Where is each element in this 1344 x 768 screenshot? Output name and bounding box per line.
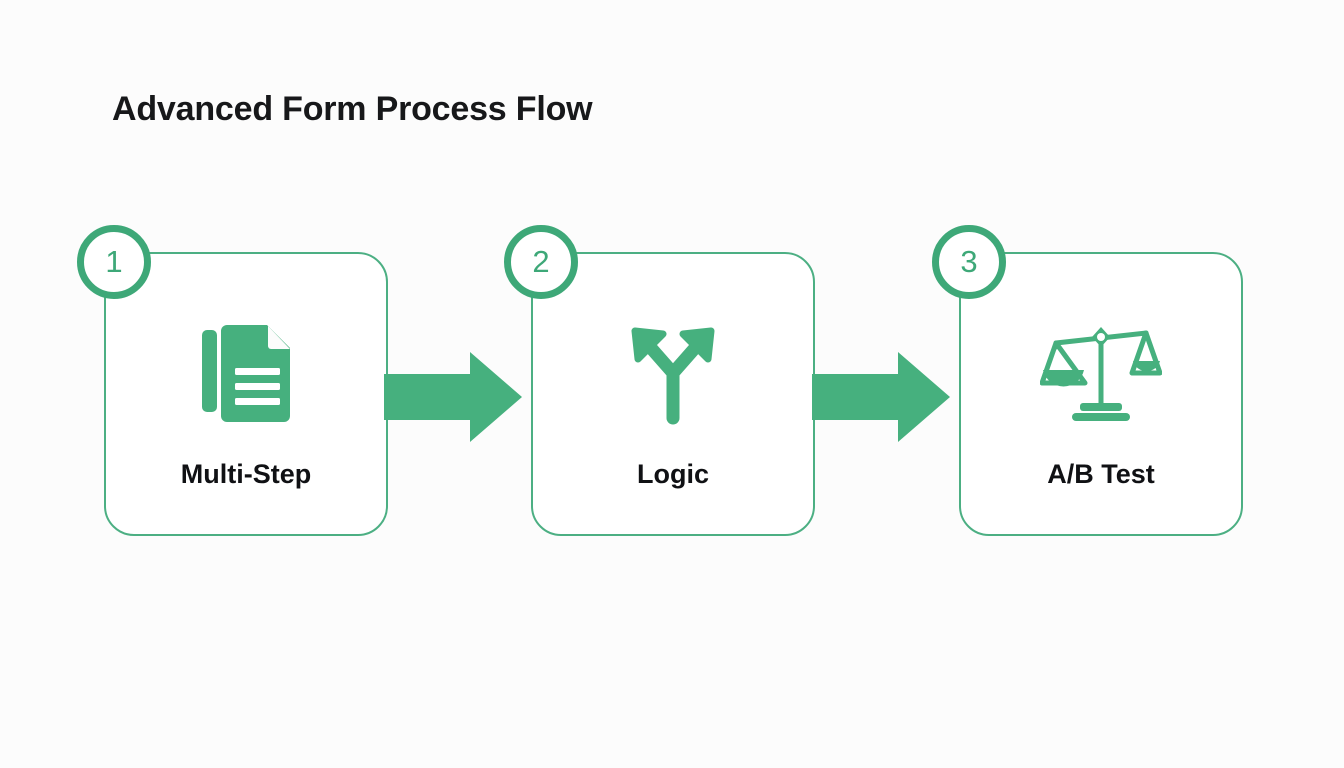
branch-fork-arrow-icon bbox=[533, 318, 813, 428]
step-card-ab-test[interactable]: 3 bbox=[932, 225, 1243, 536]
arrow-right-icon-2 bbox=[812, 352, 950, 442]
step-label: Multi-Step bbox=[180, 459, 312, 489]
step-badge-number: 1 bbox=[105, 243, 123, 279]
step-badge-3: 3 bbox=[932, 225, 1006, 299]
document-pages-icon bbox=[106, 318, 386, 428]
step-label: Logic bbox=[637, 459, 709, 489]
step-card-logic[interactable]: 2 Logic bbox=[504, 225, 815, 536]
balance-scale-icon bbox=[961, 318, 1241, 428]
process-flow-row: 1 Multi-Step bbox=[0, 225, 1344, 542]
step-card-multi-step[interactable]: 1 Multi-Step bbox=[77, 225, 388, 536]
step-label: A/B Test bbox=[1047, 459, 1155, 489]
page-title: Advanced Form Process Flow bbox=[112, 90, 593, 128]
step-badge-1: 1 bbox=[77, 225, 151, 299]
step-badge-number: 2 bbox=[532, 243, 550, 279]
arrow-right-icon-1 bbox=[384, 352, 522, 442]
step-badge-number: 3 bbox=[960, 243, 978, 279]
step-badge-2: 2 bbox=[504, 225, 578, 299]
